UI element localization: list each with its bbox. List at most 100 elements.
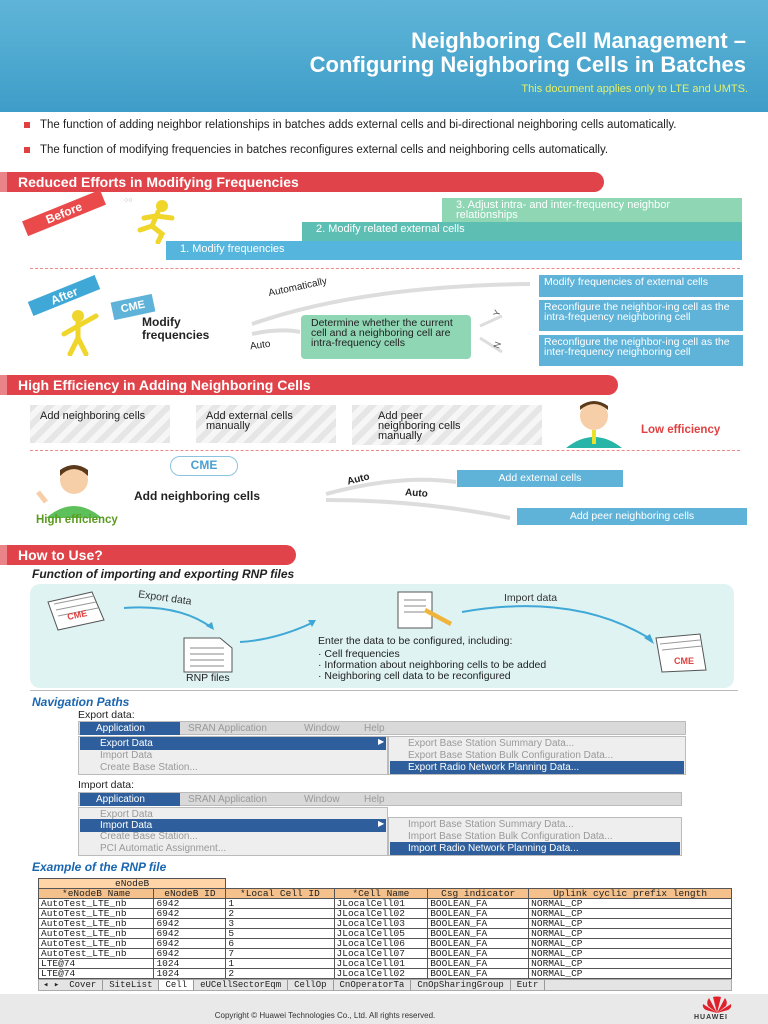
sheet-tab[interactable]: Eutr bbox=[510, 980, 546, 990]
table-cell[interactable]: AutoTest_LTE_nb bbox=[37, 918, 155, 929]
table-cell[interactable]: JLocalCell02 bbox=[333, 968, 429, 979]
table-cell[interactable]: 1024 bbox=[153, 958, 227, 969]
table-cell[interactable]: NORMAL_CP bbox=[528, 958, 732, 969]
menu-help[interactable]: Help bbox=[364, 794, 385, 805]
table-cell[interactable]: 6942 bbox=[153, 908, 227, 919]
menu-window[interactable]: Window bbox=[304, 794, 340, 805]
menu-create-base-station[interactable]: Create Base Station... bbox=[100, 831, 198, 842]
menu-application[interactable]: Application bbox=[80, 793, 180, 806]
sheet-nav-arrows-icon[interactable]: ◂ ▸ bbox=[43, 980, 60, 990]
table-cell[interactable]: NORMAL_CP bbox=[528, 928, 732, 939]
menu-import-data[interactable]: Import Data bbox=[100, 750, 153, 761]
menu-import-data[interactable]: Import Data bbox=[80, 819, 386, 832]
table-cell[interactable]: NORMAL_CP bbox=[528, 948, 732, 959]
table-cell[interactable]: JLocalCell06 bbox=[333, 938, 429, 949]
before-banner: Before bbox=[22, 189, 106, 237]
submenu-import-bulk[interactable]: Import Base Station Bulk Configuration D… bbox=[408, 831, 613, 842]
table-cell[interactable]: JLocalCell03 bbox=[333, 918, 429, 929]
table-cell[interactable]: LTE@74 bbox=[37, 968, 155, 979]
menu-application[interactable]: Application bbox=[80, 722, 180, 735]
table-cell[interactable]: AutoTest_LTE_nb bbox=[37, 898, 155, 909]
sheet-tab[interactable]: Cell bbox=[159, 980, 195, 990]
before-step-2: 2. Modify related external cells bbox=[302, 222, 742, 241]
menu-export-data[interactable]: Export Data bbox=[100, 809, 153, 820]
table-cell[interactable]: 3 bbox=[225, 918, 335, 929]
rnp-column-header: Uplink cyclic prefix length bbox=[528, 888, 732, 899]
sheet-tab[interactable]: eUCellSectorEqm bbox=[194, 980, 289, 990]
table-cell[interactable]: BOOLEAN_FA bbox=[427, 958, 530, 969]
table-cell[interactable]: AutoTest_LTE_nb bbox=[37, 938, 155, 949]
table-cell[interactable]: JLocalCell05 bbox=[333, 928, 429, 939]
sheet-tab[interactable]: SiteList bbox=[103, 980, 160, 990]
table-cell[interactable]: AutoTest_LTE_nb bbox=[37, 908, 155, 919]
table-cell[interactable]: LTE@74 bbox=[37, 958, 155, 969]
table-cell[interactable]: 6942 bbox=[153, 898, 227, 909]
table-cell[interactable]: 2 bbox=[225, 968, 335, 979]
manual-step-3: Add peer neighboring cells manually bbox=[352, 405, 542, 445]
sheet-tab[interactable]: CnOpSharingGroup bbox=[411, 980, 511, 990]
table-cell[interactable]: NORMAL_CP bbox=[528, 918, 732, 929]
table-cell[interactable]: BOOLEAN_FA bbox=[427, 918, 530, 929]
table-cell[interactable]: JLocalCell07 bbox=[333, 948, 429, 959]
table-cell[interactable]: AutoTest_LTE_nb bbox=[37, 948, 155, 959]
table-cell[interactable]: NORMAL_CP bbox=[528, 938, 732, 949]
table-cell[interactable]: BOOLEAN_FA bbox=[427, 948, 530, 959]
section-title-efficiency: High Efficiency in Adding Neighboring Ce… bbox=[0, 375, 618, 395]
menu-export-data[interactable]: Export Data bbox=[80, 737, 386, 750]
table-cell[interactable]: 6942 bbox=[153, 928, 227, 939]
section-title-how-to-use: How to Use? bbox=[0, 545, 296, 565]
copyright-text: Copyright © Huawei Technologies Co., Ltd… bbox=[214, 1011, 436, 1020]
table-cell[interactable]: NORMAL_CP bbox=[528, 898, 732, 909]
menu-help[interactable]: Help bbox=[364, 723, 385, 734]
table-cell[interactable]: 6942 bbox=[153, 948, 227, 959]
sheet-tab[interactable]: CnOperatorTa bbox=[333, 980, 412, 990]
table-cell[interactable]: 1 bbox=[225, 898, 335, 909]
function-subtitle: Function of importing and exporting RNP … bbox=[32, 567, 295, 581]
table-cell[interactable]: 6942 bbox=[153, 938, 227, 949]
submenu-import-rnp[interactable]: Import Radio Network Planning Data... bbox=[390, 842, 680, 855]
table-cell[interactable]: JLocalCell02 bbox=[333, 908, 429, 919]
menu-sran-application[interactable]: SRAN Application bbox=[188, 794, 267, 805]
table-cell[interactable]: BOOLEAN_FA bbox=[427, 968, 530, 979]
table-cell[interactable]: JLocalCell01 bbox=[333, 898, 429, 909]
table-cell[interactable]: BOOLEAN_FA bbox=[427, 928, 530, 939]
table-cell[interactable]: 5 bbox=[225, 928, 335, 939]
before-step-1: 1. Modify frequencies bbox=[166, 241, 742, 260]
rnp-file-icon bbox=[183, 637, 233, 673]
table-cell[interactable]: BOOLEAN_FA bbox=[427, 938, 530, 949]
table-cell[interactable]: JLocalCell01 bbox=[333, 958, 429, 969]
menu-create-base-station[interactable]: Create Base Station... bbox=[100, 762, 198, 773]
table-cell[interactable]: NORMAL_CP bbox=[528, 908, 732, 919]
menu-window[interactable]: Window bbox=[304, 723, 340, 734]
submenu-export-rnp[interactable]: Export Radio Network Planning Data... bbox=[390, 761, 684, 774]
submenu-export-summary[interactable]: Export Base Station Summary Data... bbox=[408, 738, 575, 749]
page-title-line1: Neighboring Cell Management – bbox=[411, 28, 746, 53]
before-step-3: 3. Adjust intra- and inter-frequency nei… bbox=[442, 198, 742, 222]
table-cell[interactable]: 1 bbox=[225, 958, 335, 969]
submenu-export-bulk[interactable]: Export Base Station Bulk Configuration D… bbox=[408, 750, 614, 761]
table-cell[interactable]: 6 bbox=[225, 938, 335, 949]
table-cell[interactable]: BOOLEAN_FA bbox=[427, 908, 530, 919]
table-cell[interactable]: 7 bbox=[225, 948, 335, 959]
table-cell[interactable]: NORMAL_CP bbox=[528, 968, 732, 979]
standing-person-icon bbox=[61, 310, 99, 356]
table-cell[interactable]: 1024 bbox=[153, 968, 227, 979]
submenu-import-summary[interactable]: Import Base Station Summary Data... bbox=[408, 819, 574, 830]
table-cell[interactable]: AutoTest_LTE_nb bbox=[37, 928, 155, 939]
table-cell[interactable]: 6942 bbox=[153, 918, 227, 929]
sheet-tab[interactable]: Cover bbox=[63, 980, 104, 990]
table-cell[interactable]: 2 bbox=[225, 908, 335, 919]
table-cell[interactable]: BOOLEAN_FA bbox=[427, 898, 530, 909]
export-arrow bbox=[123, 606, 214, 630]
add-neighboring-cells-label: Add neighboring cells bbox=[134, 489, 261, 503]
menu-pci-assignment[interactable]: PCI Automatic Assignment... bbox=[100, 843, 227, 854]
navigation-title: Navigation Paths bbox=[32, 695, 130, 709]
sheet-tab[interactable]: CellOp bbox=[288, 980, 334, 990]
how-to-panel bbox=[30, 584, 734, 688]
auto-label-2: Auto bbox=[404, 487, 429, 500]
menu-sran-application[interactable]: SRAN Application bbox=[188, 723, 267, 734]
